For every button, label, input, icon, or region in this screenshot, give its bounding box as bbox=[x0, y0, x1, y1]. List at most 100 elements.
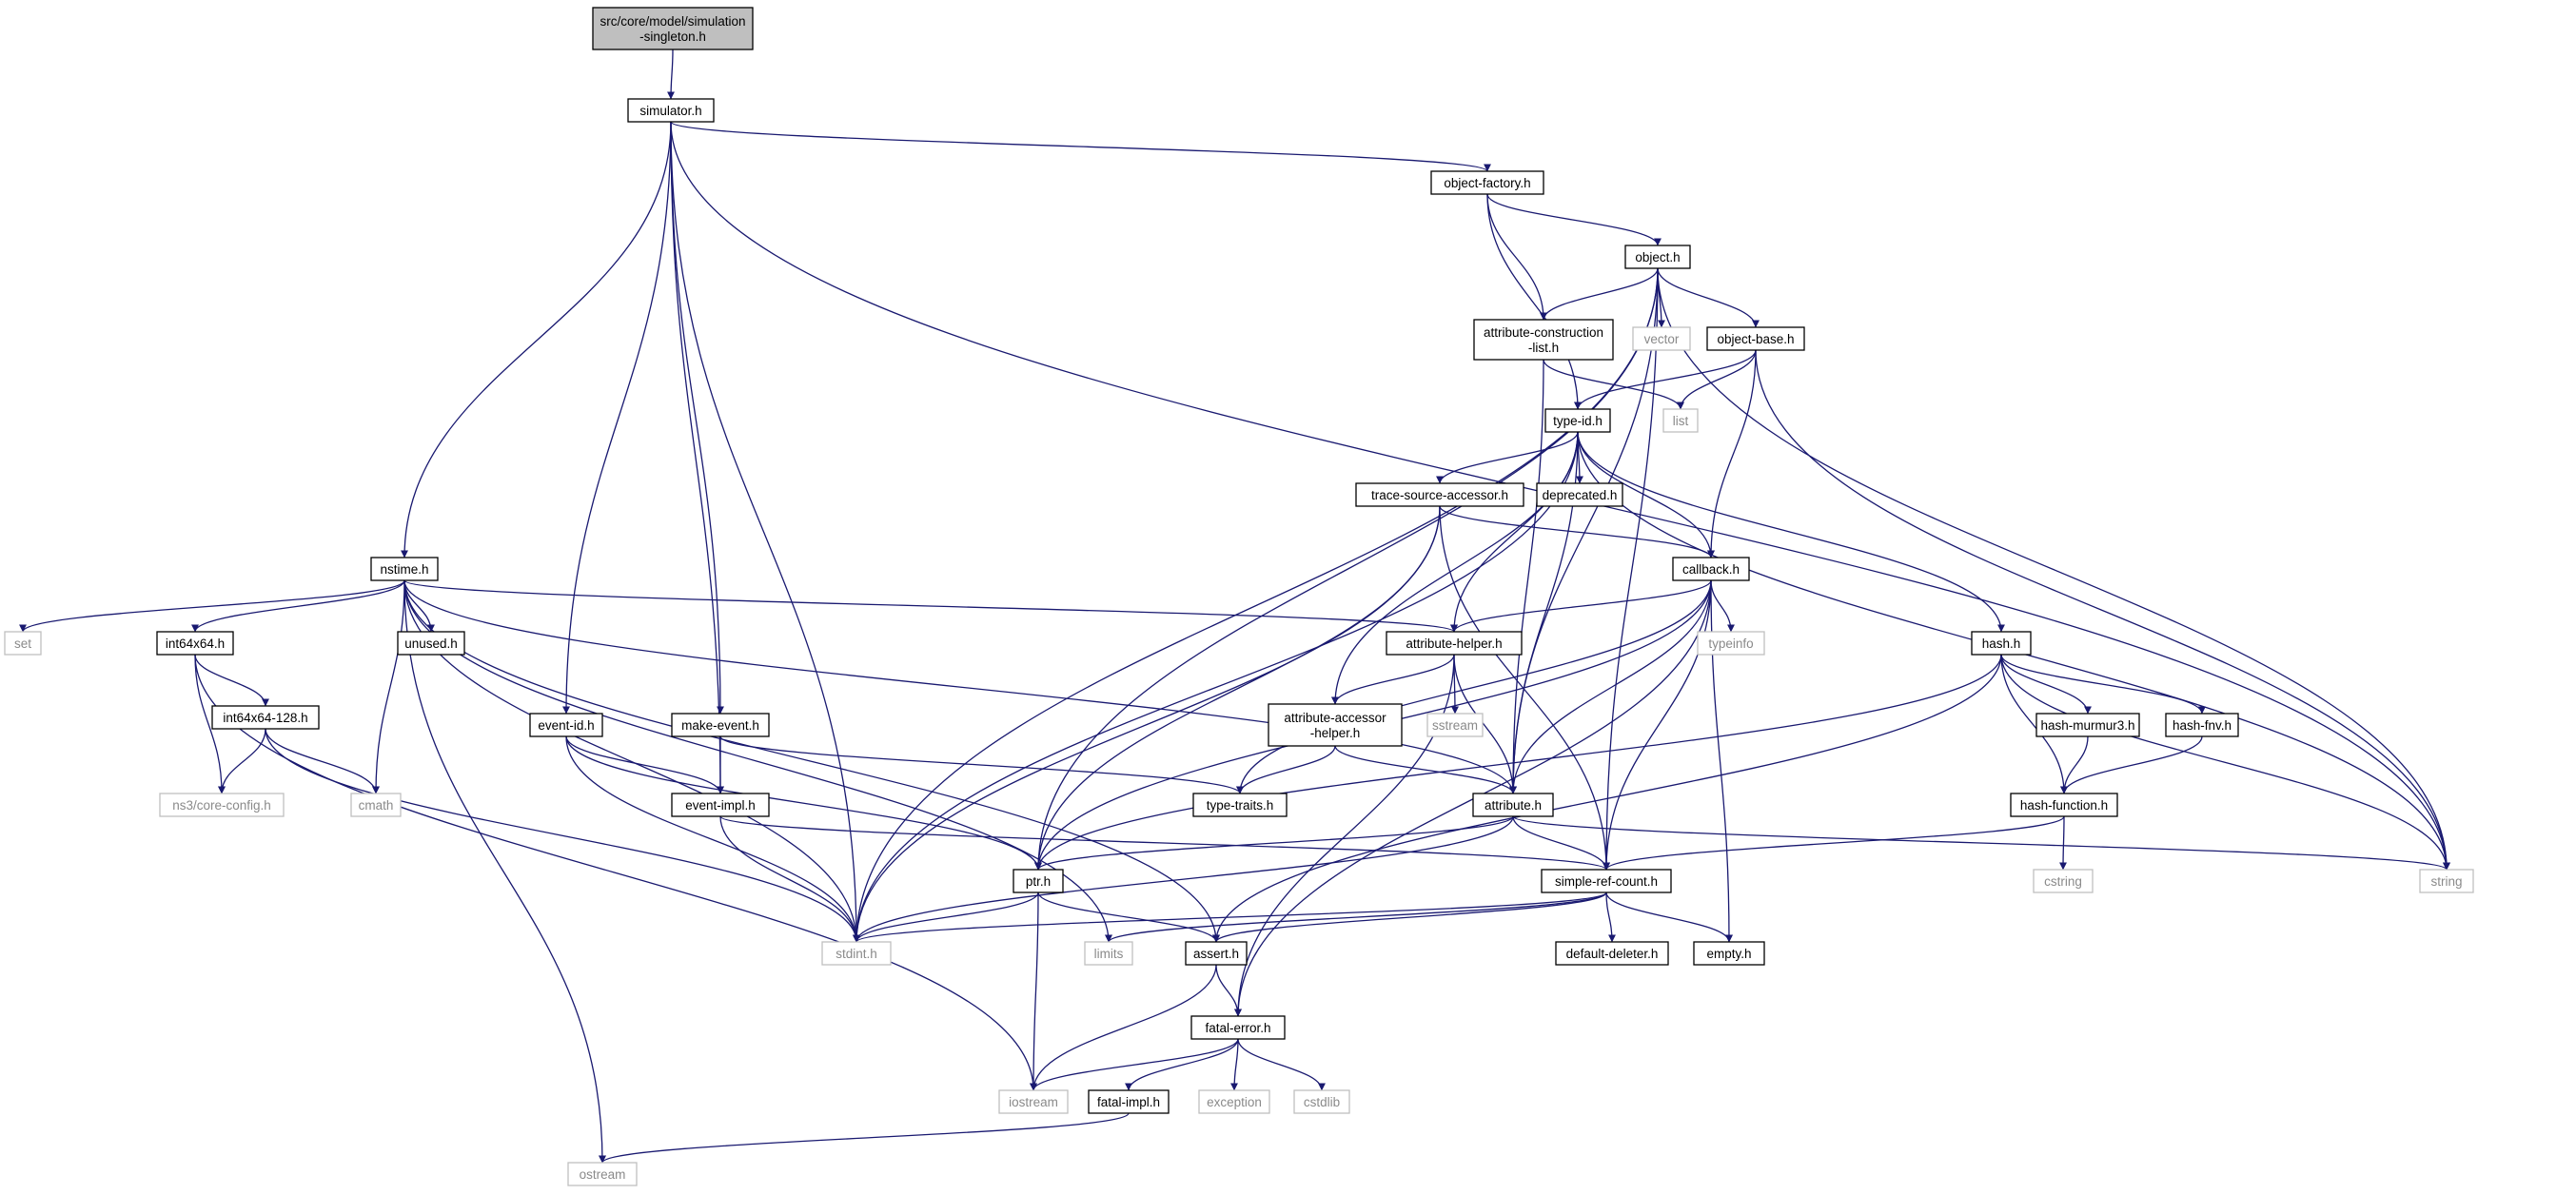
edge-int64128-to-coreconfig bbox=[218, 728, 266, 794]
node-fatalerror[interactable]: fatal-error.h bbox=[1190, 1015, 1286, 1040]
node-label: stdint.h bbox=[836, 947, 877, 961]
node-label: -helper.h bbox=[1310, 726, 1361, 740]
node-simulator[interactable]: simulator.h bbox=[627, 98, 715, 123]
edge-typeid-to-attrhelper bbox=[1450, 431, 1579, 633]
node-label: ostream bbox=[580, 1167, 626, 1182]
node-label: hash-function.h bbox=[2020, 798, 2108, 813]
edge-hash-to-hashmurmur bbox=[2000, 654, 2092, 715]
edge-typeid-to-attracc bbox=[1331, 431, 1579, 705]
node-label: callback.h bbox=[1682, 562, 1740, 577]
node-limits: limits bbox=[1084, 941, 1133, 966]
node-label: string bbox=[2430, 874, 2462, 889]
node-label: limits bbox=[1094, 947, 1124, 961]
node-cmath: cmath bbox=[350, 793, 402, 817]
node-hashfnv[interactable]: hash-fnv.h bbox=[2165, 713, 2239, 737]
edge-eventimpl-to-src bbox=[719, 815, 1610, 871]
node-box bbox=[211, 705, 320, 730]
node-box bbox=[1555, 941, 1669, 966]
node-label: int64x64.h bbox=[166, 637, 225, 651]
node-int64x64[interactable]: int64x64.h bbox=[156, 631, 234, 656]
node-nstime[interactable]: nstime.h bbox=[370, 557, 439, 581]
node-label: cstring bbox=[2044, 874, 2082, 889]
node-label: ptr.h bbox=[1026, 874, 1051, 889]
node-set: set bbox=[4, 631, 42, 656]
edge-attrcons-to-attribute bbox=[1509, 359, 1544, 794]
node-typeid[interactable]: type-id.h bbox=[1544, 408, 1611, 433]
edge-callback-to-src bbox=[1603, 579, 1712, 871]
edge-int64x64-to-coreconfig bbox=[194, 654, 226, 794]
edge-assert-to-iostream bbox=[1030, 964, 1217, 1091]
node-box bbox=[1268, 703, 1403, 747]
edge-attracc-to-typetraits bbox=[1236, 745, 1336, 794]
edge-hash-to-string bbox=[2000, 654, 2450, 871]
edge-nstime-to-cmath bbox=[372, 579, 405, 794]
node-hashmurmur[interactable]: hash-murmur3.h bbox=[2035, 713, 2140, 737]
node-label: object-base.h bbox=[1717, 332, 1794, 346]
node-label: deprecated.h bbox=[1543, 488, 1618, 502]
node-objbase[interactable]: object-base.h bbox=[1706, 326, 1805, 351]
node-callback[interactable]: callback.h bbox=[1672, 557, 1750, 581]
node-box bbox=[821, 941, 892, 966]
edge-hash-to-assert bbox=[1212, 654, 2002, 943]
edge-object-to-ptr bbox=[1034, 267, 1659, 871]
edge-nstime-to-int64x64 bbox=[191, 579, 405, 633]
node-label: fatal-impl.h bbox=[1097, 1095, 1160, 1109]
edge-typeid-to-callback bbox=[1577, 431, 1715, 558]
node-int64128[interactable]: int64x64-128.h bbox=[211, 705, 320, 730]
node-box bbox=[1472, 793, 1554, 817]
node-label: attribute-construction bbox=[1484, 325, 1603, 340]
edge-eventid-to-stdint bbox=[565, 735, 860, 943]
node-box bbox=[592, 7, 754, 50]
node-eventid[interactable]: event-id.h bbox=[529, 713, 603, 737]
node-root[interactable]: src/core/model/simulation-singleton.h bbox=[592, 7, 754, 50]
edge-object-to-src bbox=[1603, 267, 1659, 871]
edge-attrhelper-to-attracc bbox=[1331, 654, 1455, 705]
node-attribute[interactable]: attribute.h bbox=[1472, 793, 1554, 817]
node-makeevent[interactable]: make-event.h bbox=[671, 713, 770, 737]
node-string: string bbox=[2419, 869, 2474, 893]
node-object[interactable]: object.h bbox=[1624, 245, 1691, 269]
node-box bbox=[4, 631, 42, 656]
edge-objbase-to-list bbox=[1677, 349, 1757, 410]
edge-hashfnv-to-hashfunc bbox=[2060, 735, 2203, 794]
node-assert[interactable]: assert.h bbox=[1185, 941, 1248, 966]
edge-object-to-objbase bbox=[1657, 267, 1760, 328]
node-label: object-factory.h bbox=[1444, 176, 1530, 190]
edge-fatalerror-to-fatalimpl bbox=[1125, 1038, 1239, 1091]
edge-fatalerror-to-exception bbox=[1230, 1038, 1239, 1091]
edge-attracc-to-attribute bbox=[1334, 745, 1517, 794]
node-fatalimpl[interactable]: fatal-impl.h bbox=[1088, 1089, 1170, 1114]
node-attrhelper[interactable]: attribute-helper.h bbox=[1386, 631, 1523, 656]
node-typetraits[interactable]: type-traits.h bbox=[1192, 793, 1288, 817]
node-defdel[interactable]: default-deleter.h bbox=[1555, 941, 1669, 966]
node-label: event-id.h bbox=[538, 718, 594, 733]
node-hashfunc[interactable]: hash-function.h bbox=[2010, 793, 2118, 817]
node-attracc[interactable]: attribute-accessor-helper.h bbox=[1268, 703, 1403, 747]
edge-attrcons-to-list bbox=[1543, 359, 1684, 410]
edge-hash-to-hashfnv bbox=[2000, 654, 2206, 715]
edge-src-to-empty bbox=[1605, 891, 1733, 943]
node-box bbox=[159, 793, 285, 817]
node-unused[interactable]: unused.h bbox=[397, 631, 465, 656]
node-ptr[interactable]: ptr.h bbox=[1013, 869, 1064, 893]
node-label: unused.h bbox=[404, 637, 458, 651]
edge-attribute-to-ptr bbox=[1034, 815, 1514, 871]
node-tsa[interactable]: trace-source-accessor.h bbox=[1355, 482, 1524, 507]
node-box bbox=[2419, 869, 2474, 893]
edge-int64x64-to-iostream bbox=[194, 654, 1037, 1091]
node-attrcons[interactable]: attribute-construction-list.h bbox=[1473, 319, 1614, 361]
node-box bbox=[1632, 326, 1691, 351]
node-objfactory[interactable]: object-factory.h bbox=[1430, 170, 1544, 195]
node-src[interactable]: simple-ref-count.h bbox=[1541, 869, 1672, 893]
node-exception: exception bbox=[1198, 1089, 1270, 1114]
node-hash[interactable]: hash.h bbox=[1971, 631, 2032, 656]
node-box bbox=[1473, 319, 1614, 361]
node-label: type-id.h bbox=[1553, 414, 1603, 428]
node-box bbox=[2035, 713, 2140, 737]
edge-hashmurmur-to-hashfunc bbox=[2060, 735, 2089, 794]
node-empty[interactable]: empty.h bbox=[1693, 941, 1765, 966]
node-label: attribute-accessor bbox=[1284, 711, 1386, 725]
node-deprecated[interactable]: deprecated.h bbox=[1536, 482, 1623, 507]
node-eventimpl[interactable]: event-impl.h bbox=[671, 793, 770, 817]
